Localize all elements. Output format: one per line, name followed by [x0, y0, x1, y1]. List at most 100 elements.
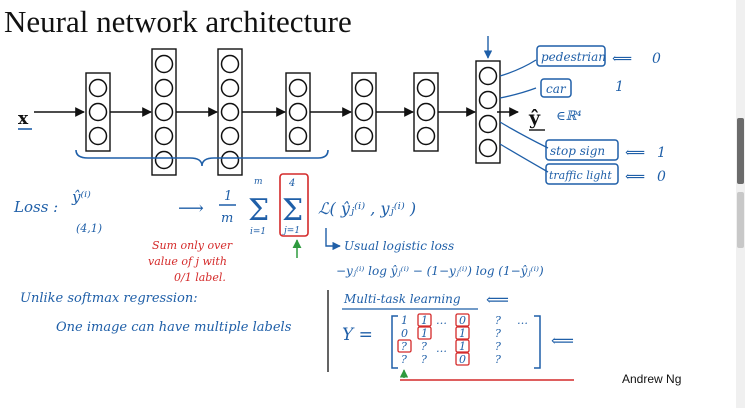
neuron: [416, 102, 436, 122]
slide-title: Neural network architecture: [4, 4, 352, 39]
matrix-cell: ?: [495, 340, 501, 353]
logistic-loss-formula: −yⱼ⁽ⁱ⁾ log ŷⱼ⁽ⁱ⁾ − (1−yⱼ⁽ⁱ⁾) log (1−ŷⱼ⁽ⁱ…: [336, 264, 544, 278]
neuron: [154, 126, 174, 146]
matrix-bracket-right: [534, 315, 541, 369]
network-diagram: x ŷ ∈ℝ⁴: [18, 36, 582, 176]
matrix-cell: 0: [401, 327, 408, 340]
matrix-bracket-left: [391, 315, 398, 369]
softmax-note-line-2: One image can have multiple labels: [56, 320, 292, 335]
neuron: [88, 78, 108, 98]
multitask-title: Multi-task learning: [343, 292, 461, 306]
neuron: [220, 102, 240, 122]
neuron: [354, 78, 374, 98]
output-label-yhat: ŷ: [528, 107, 541, 129]
neuron: [220, 54, 240, 74]
value-stop-sign: 1: [657, 145, 666, 161]
matrix-cell: …: [517, 314, 528, 327]
neuron: [478, 114, 498, 134]
label-box-traffic-light: [545, 163, 619, 185]
loss-arrow: ⟶: [178, 198, 204, 219]
neuron: [478, 66, 498, 86]
matrix-cell: 1: [421, 314, 428, 327]
usual-arrow: [325, 228, 341, 251]
label-car: car: [546, 82, 567, 96]
matrix-cell: ?: [495, 353, 501, 366]
matrix-cell: 1: [421, 327, 428, 340]
label-pedestrian: pedestrian: [541, 50, 606, 64]
neuron: [220, 126, 240, 146]
red-note-line-1: Sum only over: [152, 239, 233, 252]
matrix-cell-highlight: [455, 326, 470, 340]
loss-yhat-i: ŷ⁽ⁱ⁾: [71, 188, 91, 206]
neuron: [154, 150, 174, 170]
matrix-cell: ?: [401, 340, 407, 353]
neuron: [154, 78, 174, 98]
neuron: [88, 102, 108, 122]
author-credit: Andrew Ng: [622, 372, 682, 386]
neuron: [220, 150, 240, 170]
matrix-cell: 0: [459, 353, 466, 366]
inner-sum-top: 4: [288, 178, 295, 189]
neuron: [88, 126, 108, 146]
scrollbar-thumb[interactable]: [737, 118, 744, 184]
matrix-cell: 0: [459, 314, 466, 327]
matrix-cell: ?: [495, 327, 501, 340]
neuron: [288, 102, 308, 122]
neuron: [354, 126, 374, 146]
neuron: [478, 138, 498, 158]
vertical-scrollbar[interactable]: [736, 0, 745, 408]
loss-term: ℒ( ŷⱼ⁽ⁱ⁾ , yⱼ⁽ⁱ⁾ ): [318, 199, 416, 218]
output-space: ∈ℝ⁴: [556, 109, 582, 124]
arrow-stop-sign: ⟸: [625, 145, 645, 161]
neuron: [288, 126, 308, 146]
neuron: [478, 90, 498, 110]
matrix-ellipsis: …: [436, 314, 447, 327]
matrix-cell: ?: [421, 353, 427, 366]
arrow-traffic-light: ⟸: [625, 169, 645, 185]
matrix-label: Y =: [342, 325, 373, 345]
value-pedestrian: 0: [652, 51, 661, 67]
outer-sum-bottom: i=1: [250, 227, 266, 237]
label-box-car: [540, 78, 572, 98]
label-box-stop-sign: [545, 139, 619, 161]
loss-frac-num: 1: [224, 189, 232, 204]
outer-sum-top: m: [254, 177, 263, 187]
matrix-cell: 1: [459, 340, 466, 353]
label-box-pedestrian: [536, 45, 606, 67]
neuron: [416, 78, 436, 98]
usual-logistic-label: Usual logistic loss: [344, 239, 454, 253]
neuron: [220, 78, 240, 98]
red-note-line-2: value of j with: [148, 255, 227, 268]
inner-sum-symbol: Σ: [282, 193, 303, 228]
output-labels: pedestrian ⟸ 0 car 1 stop sign ⟸ 1 traff…: [536, 45, 666, 185]
label-stop-sign: stop sign: [550, 144, 605, 158]
softmax-note: Unlike softmax regression: One image can…: [20, 291, 292, 335]
matrix-cell: ?: [401, 353, 407, 366]
matrix-cell: 1: [459, 327, 466, 340]
inner-sum-bottom: j=1: [282, 226, 300, 236]
scrollbar-track-segment[interactable]: [737, 192, 744, 248]
neuron: [416, 126, 436, 146]
matrix-cell-highlight: [455, 352, 470, 366]
matrix-cell-highlight: [397, 339, 412, 353]
neuron: [154, 102, 174, 122]
red-note-line-3: 0/1 label.: [174, 271, 226, 284]
inner-sum-highlight-box: [279, 173, 309, 237]
matrix-cell: ?: [421, 340, 427, 353]
softmax-note-line-1: Unlike softmax regression:: [20, 291, 198, 306]
input-label-x: x: [18, 109, 29, 129]
loss-frac-den: m: [221, 211, 233, 226]
label-traffic-light: traffic light: [549, 169, 612, 182]
matrix-cell-highlight: [455, 313, 470, 327]
neuron: [354, 102, 374, 122]
output-connectors: [499, 59, 549, 173]
neuron: [288, 78, 308, 98]
matrix-cell-highlight: [417, 313, 432, 327]
multitask-title-arrow: ⟸: [486, 290, 509, 309]
matrix-side-arrow: ⟸: [551, 331, 574, 350]
value-traffic-light: 0: [657, 169, 666, 185]
